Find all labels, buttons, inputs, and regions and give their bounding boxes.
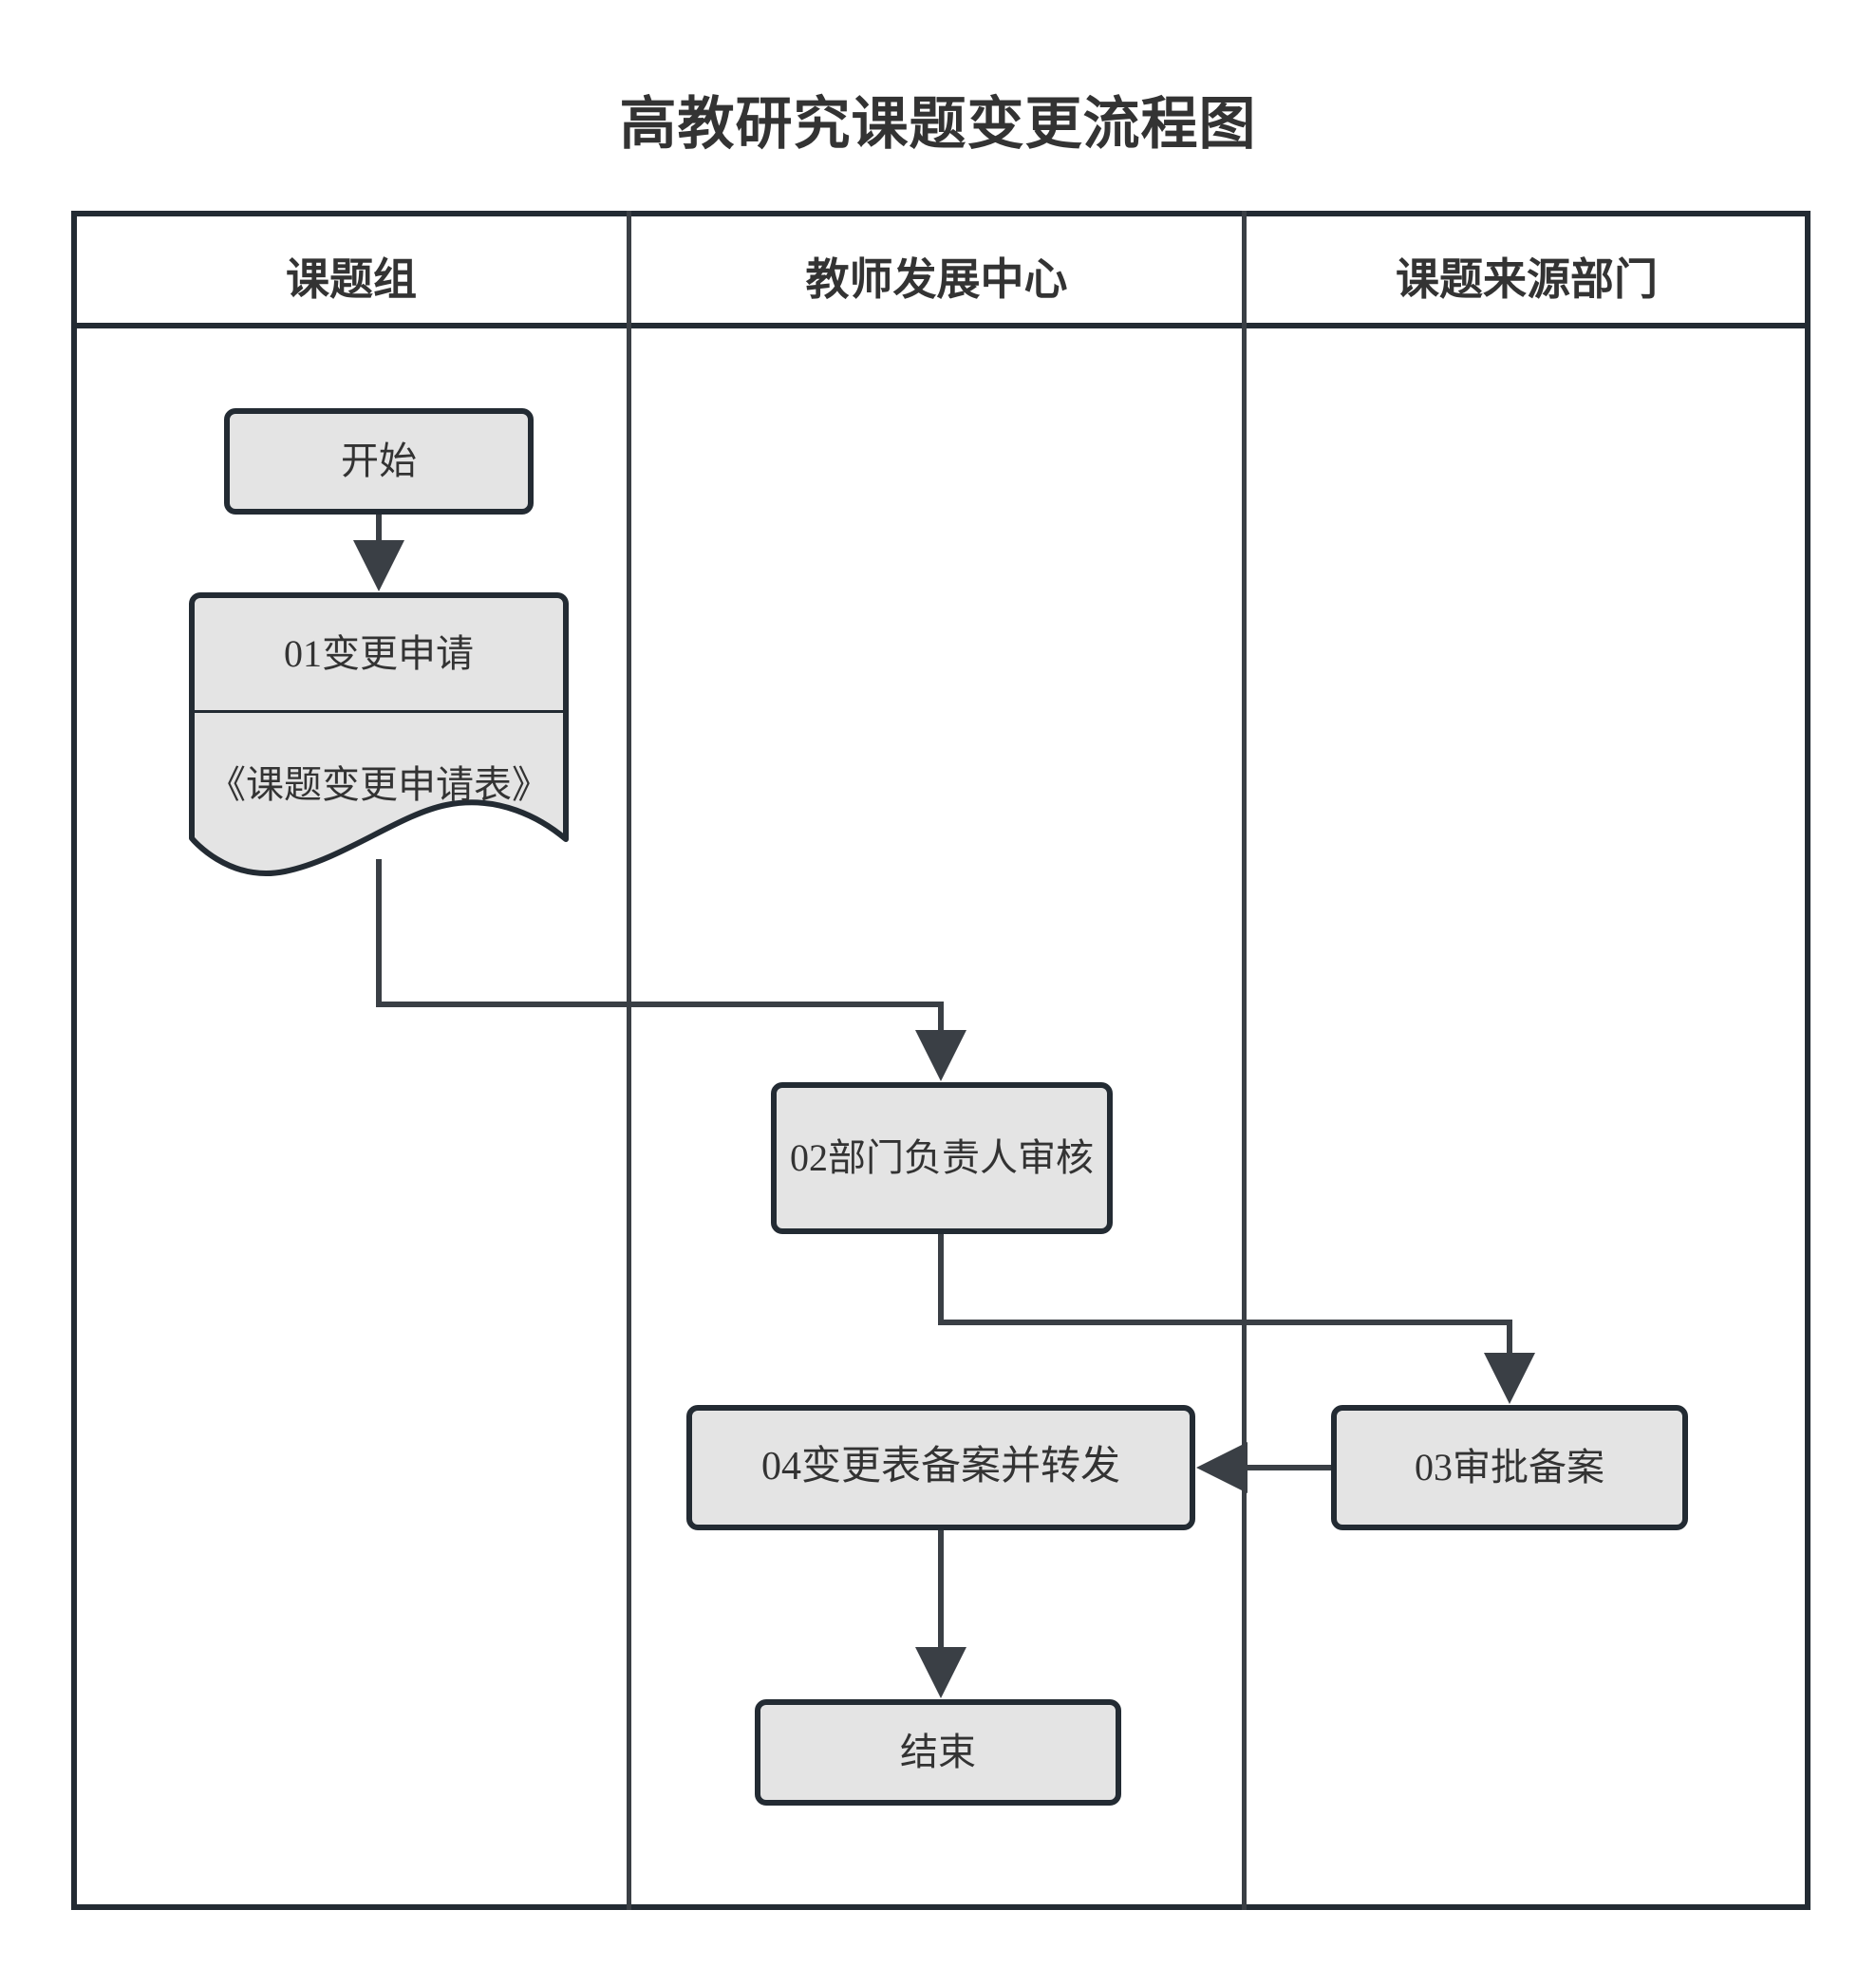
- page-title: 高教研究课题变更流程图: [619, 91, 1257, 158]
- swimlane-header-teacher-dev-center: 教师发展中心: [805, 253, 1068, 305]
- node-step03[interactable]: 03审批备案: [1331, 1405, 1688, 1530]
- swimlane-divider-2: [1242, 211, 1247, 1910]
- node-step04[interactable]: 04变更表备案并转发: [686, 1405, 1195, 1530]
- node-start[interactable]: 开始: [224, 408, 534, 515]
- swimlane-header-research-group: 课题组: [286, 253, 417, 305]
- swimlane-header-separator: [71, 323, 1810, 328]
- swimlane-header-topic-source-dept: 课题来源部门: [1396, 253, 1658, 305]
- swimlane-divider-1: [627, 211, 631, 1910]
- node-end[interactable]: 结束: [755, 1699, 1121, 1806]
- node-step01[interactable]: 01变更申请: [189, 592, 569, 710]
- node-step02[interactable]: 02部门负责人审核: [771, 1082, 1113, 1234]
